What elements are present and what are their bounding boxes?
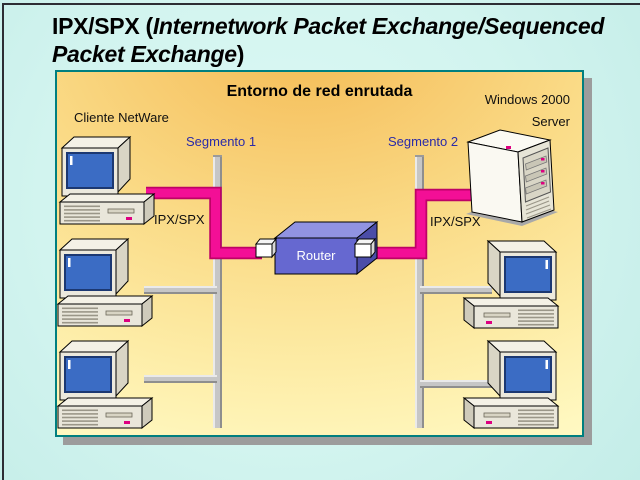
router-port-right-icon — [353, 237, 377, 259]
ipx-cable-right — [370, 188, 478, 260]
router-port-left-icon — [254, 237, 278, 259]
slide-title-italic-main: Internetwork Packet Exchange/Sequenced — [152, 13, 605, 39]
workstation-icon — [59, 136, 155, 225]
router-label: Router — [296, 248, 336, 263]
server-icon — [466, 129, 558, 226]
windows-2000-server-label-line2: Server — [531, 114, 570, 129]
drop-cable-left-2 — [144, 286, 217, 294]
workstation-icon — [463, 240, 559, 329]
ipx-spx-label-right: IPX/SPX — [430, 214, 481, 229]
client-netware-label: Cliente NetWare — [74, 110, 169, 125]
diagram-heading: Entorno de red enrutada — [226, 83, 413, 100]
slide-title-italic-line2: Packet Exchange — [52, 40, 237, 67]
slide-title-prefix: IPX/SPX ( — [52, 13, 153, 39]
router-icon: Router — [254, 220, 379, 276]
drop-cable-right-2 — [420, 286, 492, 294]
segment2-label: Segmento 2 — [388, 134, 459, 149]
ipx-spx-label-left: IPX/SPX — [154, 212, 205, 227]
slide-title-suffix: ) — [236, 40, 245, 67]
drop-cable-right-3 — [420, 380, 492, 388]
slide-title: IPX/SPX (Internetwork Packet Exchange/Se… — [52, 13, 627, 68]
ipx-cable-left — [146, 186, 262, 260]
workstation-icon — [57, 238, 153, 327]
slide-top-edge-line — [2, 3, 640, 5]
windows-2000-server-label: Windows 2000 Server — [438, 89, 570, 133]
segment1-label: Segmento 1 — [186, 134, 257, 149]
slide-left-edge-line — [2, 3, 4, 480]
workstation-icon — [57, 340, 153, 429]
drop-cable-left-3 — [144, 375, 217, 383]
windows-2000-server-label-line1: Windows 2000 — [484, 92, 570, 107]
